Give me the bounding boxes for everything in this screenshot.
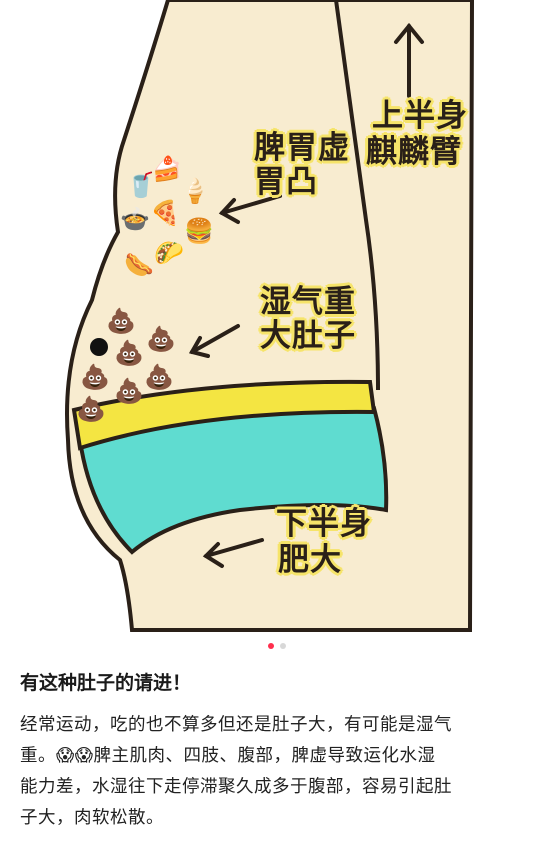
carousel-dot-2[interactable] (279, 643, 286, 649)
post-body: 经常运动，吃的也不算多但还是肚子大，有可能是湿气 重。😱😱脾主肌肉、四肢、腹部，… (20, 710, 535, 834)
carousel-indicator (0, 640, 553, 652)
poop-icon: 💩 (144, 363, 174, 391)
icecream-icon: 🍦 (180, 177, 210, 205)
arrow-up (394, 22, 424, 98)
poop-icon: 💩 (80, 363, 110, 391)
label-lower-line1: 下半身 (276, 506, 372, 542)
label-stomach-line1: 脾胃虚 (254, 130, 350, 166)
arrow-left-lower (202, 538, 264, 568)
arrow-left-damp (188, 324, 240, 358)
belly-button (90, 338, 108, 356)
post-body-line: 子大，肉软松散。 (20, 808, 164, 828)
waistband (71, 379, 377, 451)
stew-icon: 🍲 (120, 205, 150, 233)
cake-icon: 🍰 (152, 155, 182, 183)
post-body-line: 经常运动，吃的也不算多但还是肚子大，有可能是湿气 (20, 715, 452, 735)
label-upper-line2: 麒麟臂 (366, 134, 462, 170)
label-stomach-line2: 胃凸 (254, 164, 318, 200)
taco-icon: 🌮 (154, 239, 184, 267)
poop-icon: 💩 (76, 395, 106, 423)
post-body-line: 能力差，水湿往下走停滞聚久成多于腹部，容易引起肚 (20, 777, 452, 797)
post-image[interactable]: 上半身 麒麟臂 脾胃虚 胃凸 湿气重 大肚子 下半身 肥大 🍰 🥤 🍦 🍕 🍲 … (0, 0, 553, 632)
carousel-dot-1[interactable] (267, 643, 274, 649)
back-line (334, 0, 380, 391)
hotdog-icon: 🌭 (124, 251, 154, 279)
post-title: 有这种肚子的请进！ (20, 672, 192, 694)
label-damp-line1: 湿气重 (260, 284, 356, 320)
poop-icon: 💩 (114, 339, 144, 367)
post-body-line: 重。😱😱脾主肌肉、四肢、腹部，脾虚导致运化水湿 (20, 746, 436, 766)
poop-icon: 💩 (106, 307, 136, 335)
label-lower-line2: 肥大 (278, 542, 342, 578)
pizza-icon: 🍕 (150, 199, 180, 227)
drink-icon: 🥤 (126, 171, 156, 199)
label-damp-line2: 大肚子 (260, 318, 356, 354)
burger-icon: 🍔 (184, 217, 214, 245)
poop-icon: 💩 (114, 377, 144, 405)
label-upper-line1: 上半身 (372, 98, 468, 134)
body-illustration (65, 0, 475, 632)
arrow-left-stomach (218, 194, 282, 224)
poop-icon: 💩 (146, 325, 176, 353)
